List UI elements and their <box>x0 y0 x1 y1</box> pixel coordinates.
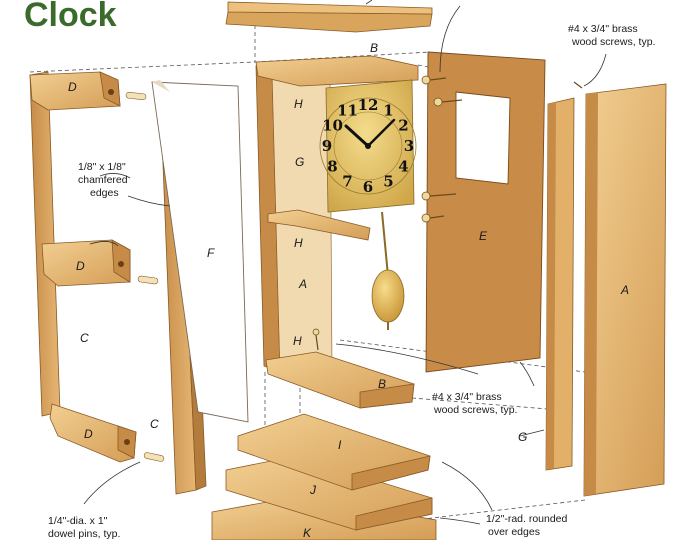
dial-numeral-11: 11 <box>337 102 358 120</box>
callout-rounded-line2: over edges <box>488 526 540 538</box>
part-label-g-center: G <box>295 155 304 169</box>
dial-numeral-9: 9 <box>322 137 332 155</box>
part-label-b-top: B <box>370 41 378 55</box>
base-stack <box>211 413 437 540</box>
part-label-g-right: G <box>518 430 527 444</box>
dial-numeral-4: 4 <box>398 158 408 176</box>
part-label-h-bottom: H <box>293 334 302 348</box>
callout-dowel-line2: dowel pins, typ. <box>48 528 120 540</box>
dial-numeral-1: 1 <box>383 102 393 120</box>
wood-screws <box>312 75 583 351</box>
part-label-e: E <box>479 229 488 243</box>
callout-chamfer-line3: edges <box>90 187 119 199</box>
dowel-pins <box>125 91 165 462</box>
callout-rounded-line1: 1/2"-rad. rounded <box>486 513 568 525</box>
diagram-title: Clock <box>24 0 117 34</box>
part-label-d-middle: D <box>76 259 85 273</box>
part-label-d-bottom: D <box>84 427 93 441</box>
right-side-panels <box>545 83 667 497</box>
clock-hour-hand <box>344 124 370 148</box>
callout-chamfer-line1: 1/8" x 1/8" <box>78 161 126 173</box>
part-label-d-top: D <box>68 80 77 94</box>
part-label-k: K <box>303 526 312 540</box>
dial-numeral-7: 7 <box>342 173 352 191</box>
callout-screws-bottom-line2: wood screws, typ. <box>433 404 517 416</box>
pendulum <box>371 211 405 330</box>
part-label-f: F <box>207 246 215 260</box>
dial-numeral-10: 10 <box>322 117 343 135</box>
callout-screws-bottom-line1: #4 x 3/4" brass <box>432 391 502 403</box>
part-label-j: J <box>309 483 317 497</box>
part-label-h-top: H <box>294 97 303 111</box>
part-label-a-center: A <box>298 277 307 291</box>
callout-leaders <box>83 5 607 525</box>
callout-dowel-line1: 1/4"-dia. x 1" <box>48 515 108 527</box>
callout-screws-top-line2: wood screws, typ. <box>571 36 655 48</box>
callouts: #4 x 3/4" brass wood screws, typ. 1/8" x… <box>48 23 655 540</box>
dial-numeral-6: 6 <box>363 178 373 196</box>
panel-e-door <box>425 51 546 373</box>
dial-numeral-3: 3 <box>404 137 414 155</box>
top-cap-piece <box>225 0 433 33</box>
dial-numeral-2: 2 <box>398 117 408 135</box>
callout-chamfer-line2: chamfered <box>78 174 128 186</box>
part-label-i: I <box>338 438 342 452</box>
clock-minute-hand <box>366 118 396 148</box>
part-label-c-front: C <box>150 417 159 431</box>
dial-numeral-5: 5 <box>383 173 393 191</box>
case-center <box>255 55 419 409</box>
part-label-h-middle: H <box>294 236 303 250</box>
part-label-a-right: A <box>620 283 629 297</box>
dial-numeral-8: 8 <box>327 158 337 176</box>
panel-f <box>151 80 249 423</box>
part-labels: D D D C C F B H G H A H B E A G I J K <box>68 41 629 540</box>
dial-numeral-12: 12 <box>358 96 379 114</box>
part-label-c-left: C <box>80 331 89 345</box>
callout-screws-top-line1: #4 x 3/4" brass <box>568 23 638 35</box>
part-label-b-bottom: B <box>378 377 386 391</box>
